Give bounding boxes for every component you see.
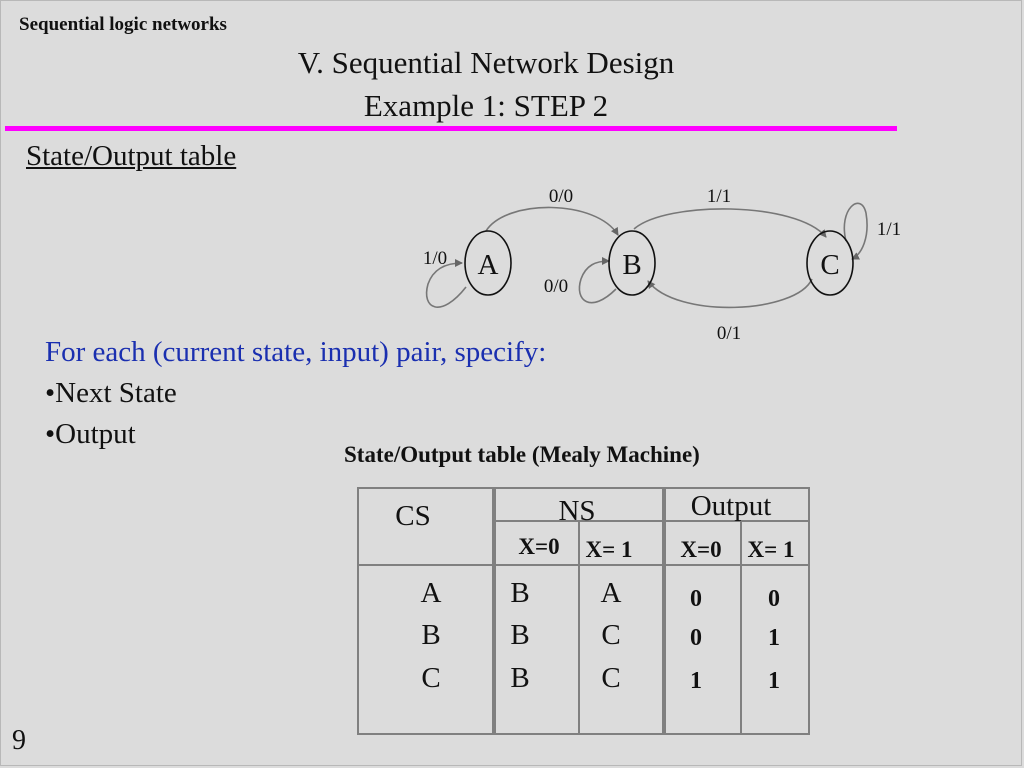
label-a-self: 1/0 [423,248,447,269]
cell-out-x0: 0 [690,625,702,651]
page-number: 9 [12,725,26,756]
cell-ns-x0: B [510,619,529,651]
cell-ns-x1: A [601,577,622,609]
state-label-a: A [478,249,499,281]
edge-c-to-b [647,278,813,309]
edge-b-self [578,257,617,304]
slide-title: V. Sequential Network Design [297,45,675,80]
label-c-self: 1/1 [877,219,901,240]
cell-out-x1: 0 [768,586,780,612]
section-title: State/Output table [26,140,237,172]
state-node-b [608,230,656,296]
state-label-b: B [622,249,641,281]
cell-ns-x1: C [601,619,620,651]
label-c-to-b: 0/1 [717,323,741,344]
slide-subtitle: Example 1: STEP 2 [363,88,609,123]
state-label-c: C [820,249,839,281]
cell-cs: A [421,577,442,609]
col-header-out-x1: X= 1 [748,537,795,562]
cell-out-x0: 0 [690,586,702,612]
state-output-table: CS NS Output X=0 X= 1 X=0 X= 1 A B A B B… [357,487,810,735]
cell-out-x1: 1 [768,625,780,651]
cell-ns-x0: B [510,662,529,694]
label-b-self: 0/0 [544,276,568,297]
state-node-a [464,230,512,296]
col-header-out-x0: X=0 [680,537,721,562]
col-header-ns-x0: X=0 [518,534,559,559]
col-header-ns: NS [558,495,595,527]
cell-cs: B [421,619,440,651]
col-header-cs: CS [395,500,430,532]
bullet-next-state: •Next State [45,377,177,409]
cell-out-x1: 1 [768,668,780,694]
state-node-c [806,230,854,296]
cell-cs: C [421,662,440,694]
edge-c-self [843,202,868,260]
cell-ns-x0: B [510,577,529,609]
edge-b-to-c [633,208,827,238]
edge-a-self [425,259,467,308]
cell-ns-x1: C [601,662,620,694]
col-header-ns-x1: X= 1 [586,537,633,562]
header-label: Sequential logic networks [19,14,227,35]
bullet-output: •Output [45,418,136,450]
col-header-output: Output [691,490,772,522]
instruction-lead: For each (current state, input) pair, sp… [45,336,547,368]
label-b-to-c: 1/1 [707,186,731,207]
edge-a-to-b [485,206,619,236]
state-diagram: A B C 0/0 1/1 1/1 1/0 0/0 0/1 [423,186,901,344]
cell-out-x0: 1 [690,668,702,694]
table-caption: State/Output table (Mealy Machine) [344,442,700,467]
title-divider [5,126,897,131]
label-a-to-b: 0/0 [549,186,573,207]
